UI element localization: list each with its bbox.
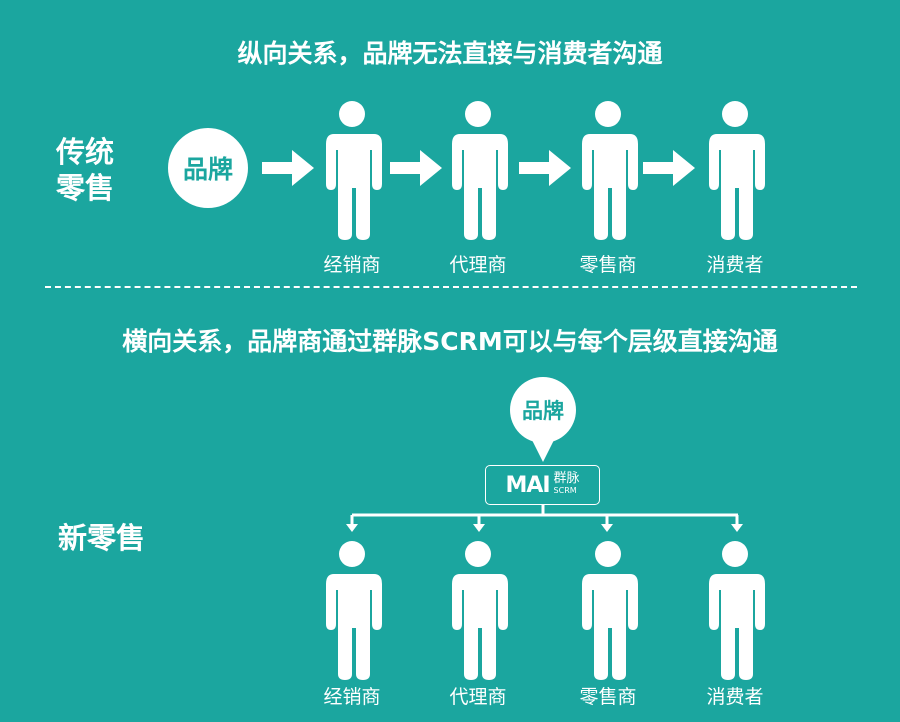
top-title: 纵向关系，品牌无法直接与消费者沟通: [237, 39, 663, 68]
role-label: 消费者: [706, 686, 764, 708]
arrow-icons: [262, 150, 695, 462]
person-icon: [703, 100, 767, 240]
person-icon: [576, 100, 640, 240]
role-label: 零售商: [579, 254, 637, 276]
role-label: 经销商: [323, 686, 381, 708]
logo-cn: 群脉: [553, 471, 580, 486]
person-icon: [576, 540, 640, 680]
distribution-lines: [350, 505, 739, 527]
logo-mark: MAI: [505, 472, 550, 498]
person-icon: [446, 540, 510, 680]
person-icon: [703, 540, 767, 680]
traditional-retail-label: 传统零售: [56, 135, 115, 205]
person-icon: [320, 100, 384, 240]
person-icon: [446, 100, 510, 240]
bottom-title: 横向关系，品牌商通过群脉SCRM可以与每个层级直接沟通: [122, 327, 778, 356]
role-label: 零售商: [579, 686, 637, 708]
new-retail-label: 新零售: [58, 521, 146, 555]
role-label: 消费者: [706, 254, 764, 276]
person-icon: [320, 540, 384, 680]
divider: [45, 286, 857, 288]
role-label: 代理商: [449, 686, 507, 708]
logo-en: SCRM: [553, 486, 577, 495]
brand-circle-bottom: 品牌: [510, 377, 576, 443]
role-label: 经销商: [323, 254, 381, 276]
brand-circle: 品牌: [168, 128, 248, 208]
scrm-logo: MAI 群脉 SCRM: [485, 465, 600, 505]
role-label: 代理商: [449, 254, 507, 276]
